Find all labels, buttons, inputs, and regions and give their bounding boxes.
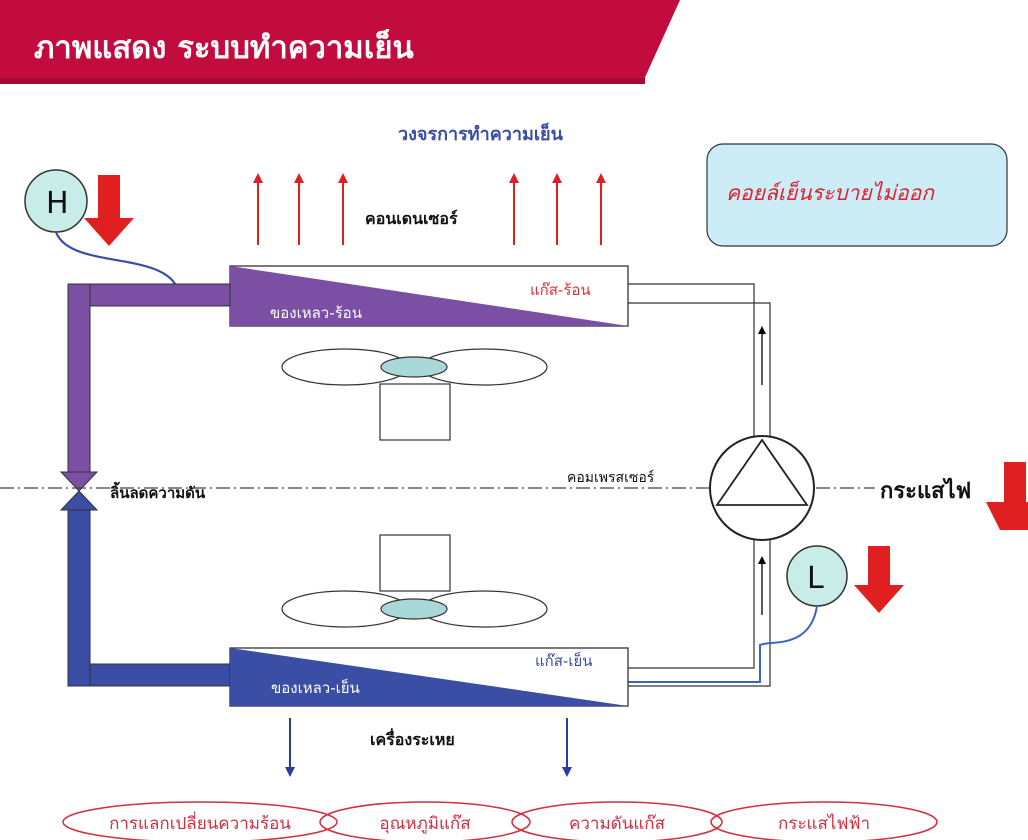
title-banner (0, 0, 680, 84)
callout-text: คอยล์เย็นระบายไม่ออก (726, 180, 935, 205)
oval-label-3: ความดันแก๊ส (569, 814, 666, 834)
current-label: กระแสไฟ (880, 477, 971, 504)
callout-box (706, 143, 1008, 247)
cold-pipe-horizontal (67, 663, 231, 687)
high-down-arrow-icon (84, 175, 134, 246)
hot-gas-label: แก๊ส-ร้อน (530, 281, 591, 299)
high-gauge-line (54, 231, 180, 291)
hot-liquid-wedge (230, 266, 628, 326)
condenser-label: คอนเดนเซอร์ (365, 209, 458, 228)
oval-label-1: การแลกเปลี่ยนความร้อน (109, 811, 291, 834)
heat-release-arrows (253, 173, 606, 245)
expansion-valve-label: ลิ้นลดความดัน (110, 481, 206, 502)
hot-pipe-vertical (67, 283, 91, 475)
low-gauge-line (628, 605, 818, 683)
current-down-arrow-icon (986, 462, 1028, 530)
high-gauge-label: H (46, 186, 69, 221)
low-down-arrow-icon (854, 546, 904, 613)
oval-gas-pressure (511, 801, 723, 840)
bottom-factors: การแลกเปลี่ยนความร้อน อุณหภูมิแก๊ส ความด… (62, 801, 938, 840)
cold-gas-label: แก๊ส-เย็น (535, 651, 593, 670)
oval-gas-temperature (319, 801, 531, 840)
cold-liquid-label: ของเหลว-เย็น (271, 678, 360, 697)
compressor-triangle (715, 438, 809, 506)
right-refrigerant-pipes (628, 283, 771, 687)
evaporator-fan-icon (281, 534, 548, 628)
oval-label-2: อุณหภูมิแก๊ส (379, 814, 471, 834)
cycle-title: วงจรการทำความเย็น (398, 122, 564, 145)
compressor-icon (709, 435, 815, 541)
hot-liquid-pipe (74, 283, 230, 478)
condenser-fan-icon (281, 348, 548, 441)
cold-pipe-vertical (67, 505, 91, 687)
oval-electric-current (710, 801, 938, 840)
page-title: ภาพแสดง ระบบทำความเย็น (34, 28, 414, 66)
hot-pipe-horizontal (67, 283, 231, 307)
evaporator-label: เครื่องระเหย (370, 728, 455, 749)
cold-liquid-wedge (230, 648, 628, 706)
oval-label-4: กระแสไฟฟ้า (778, 813, 870, 834)
compressor-label: คอมเพรสเซอร์ (567, 469, 655, 486)
banner-underline (0, 78, 645, 84)
valve-bottom-icon (59, 490, 99, 511)
valve-top-icon (59, 471, 99, 492)
low-gauge-label: L (807, 561, 824, 596)
oval-heat-exchange (62, 801, 338, 840)
hot-liquid-label: ของเหลว-ร้อน (270, 304, 362, 322)
